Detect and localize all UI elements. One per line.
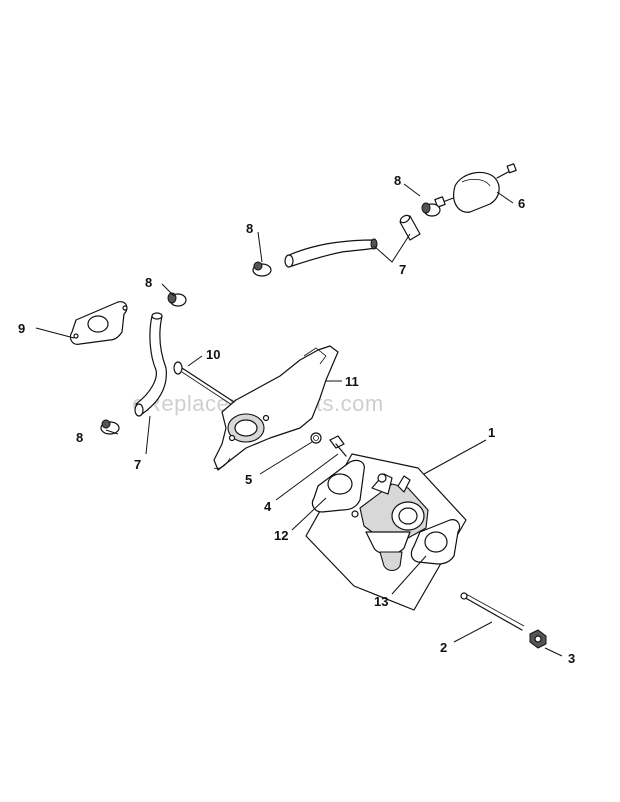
vertical-fuel-hose-part-7	[134, 312, 167, 417]
hose-clamp-part-8-mid	[252, 261, 272, 277]
callout-11: 11	[345, 374, 359, 389]
callout-9: 9	[18, 321, 25, 336]
callout-8-lower: 8	[76, 430, 83, 445]
gasket-part-9	[69, 301, 128, 345]
carburetor-assembly-part-1	[305, 453, 467, 611]
callout-7-top: 7	[399, 262, 406, 277]
callout-6: 6	[518, 196, 525, 211]
long-fuel-hose-part-7	[284, 238, 378, 268]
leader-lines	[35, 183, 563, 657]
callout-1: 1	[488, 425, 495, 440]
fuel-filter-part-6	[434, 163, 517, 213]
spacer-plate-part-11	[213, 345, 339, 471]
callout-8-mid: 8	[246, 221, 253, 236]
nut-part-3	[529, 629, 547, 649]
callout-12: 12	[274, 528, 288, 543]
callout-2: 2	[440, 640, 447, 655]
short-fuel-hose-part-7	[399, 214, 421, 241]
bolt-part-10	[173, 361, 235, 406]
o-ring-part-5	[310, 432, 322, 444]
callout-4: 4	[264, 499, 272, 514]
callout-3: 3	[568, 651, 575, 666]
hose-clamp-part-8-upper	[167, 292, 187, 307]
callout-labels: 8 6 8 7 8 9 10 11 8 1 7 5 4 12 13 2 3	[18, 173, 575, 666]
callout-10: 10	[206, 347, 220, 362]
callout-8-top: 8	[394, 173, 401, 188]
callout-13: 13	[374, 594, 388, 609]
callout-5: 5	[245, 472, 252, 487]
screw-part-4	[329, 435, 347, 457]
hose-clamp-part-8-lower	[100, 419, 120, 435]
hose-clamp-part-8-top	[421, 202, 441, 217]
stud-part-2	[460, 592, 525, 631]
callout-8-upper: 8	[145, 275, 152, 290]
callout-7-lower: 7	[134, 457, 141, 472]
